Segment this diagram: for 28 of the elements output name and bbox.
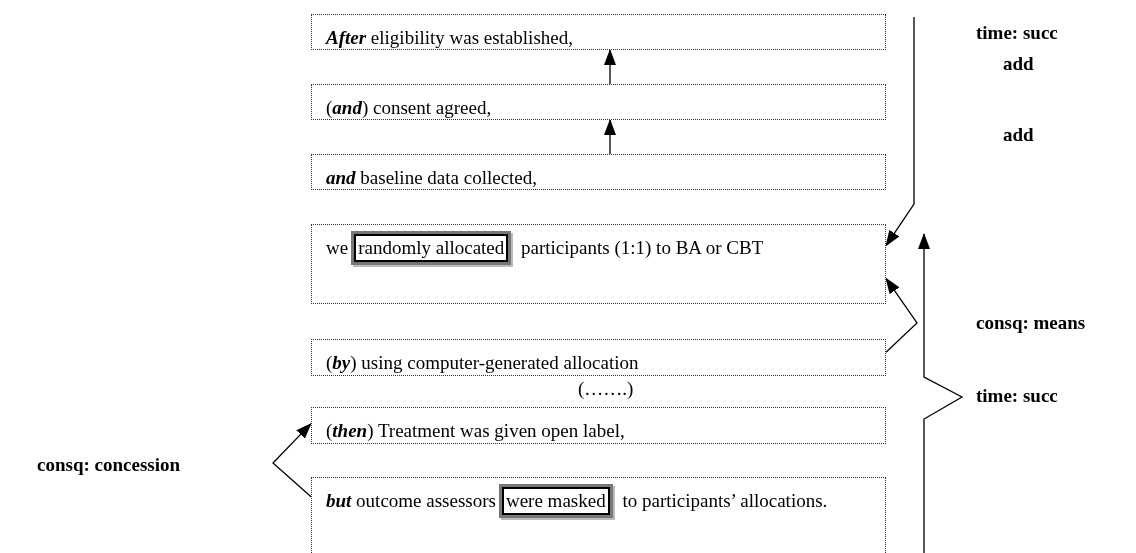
clause-box xyxy=(311,84,886,120)
clause-text: After eligibility was established, xyxy=(326,27,573,48)
relation-label: time: succ xyxy=(976,22,1058,44)
clause-box xyxy=(311,407,886,444)
relation-label: (…….) xyxy=(578,378,634,400)
clause-text: but outcome assessors xyxy=(326,490,496,511)
clause-box xyxy=(311,154,886,190)
clause-box xyxy=(311,339,886,376)
arrow xyxy=(604,49,616,85)
arrow xyxy=(885,16,915,247)
relation-label: time: succ xyxy=(976,385,1058,407)
relation-label: add xyxy=(1003,53,1034,75)
clause-box xyxy=(311,14,886,50)
arrow xyxy=(272,422,312,498)
relation-label: consq: concession xyxy=(37,454,181,476)
clause-text: (then) Treatment was given open label, xyxy=(326,420,625,441)
arrow xyxy=(604,119,616,155)
clause-text: (and) consent agreed, xyxy=(326,97,492,118)
clause-text: to participants’ allocations. xyxy=(622,490,828,511)
clause-box xyxy=(311,224,886,304)
clause-text: we xyxy=(326,237,349,258)
clause-text: and baseline data collected, xyxy=(326,167,538,188)
relation-label: add xyxy=(1003,124,1034,146)
arrow xyxy=(885,277,918,353)
clause-box xyxy=(311,477,886,553)
relation-label: consq: means xyxy=(976,312,1086,334)
clause-text: participants (1:1) to BA or CBT xyxy=(521,237,764,258)
clause-text: (by) using computer-generated allocation xyxy=(326,352,639,373)
